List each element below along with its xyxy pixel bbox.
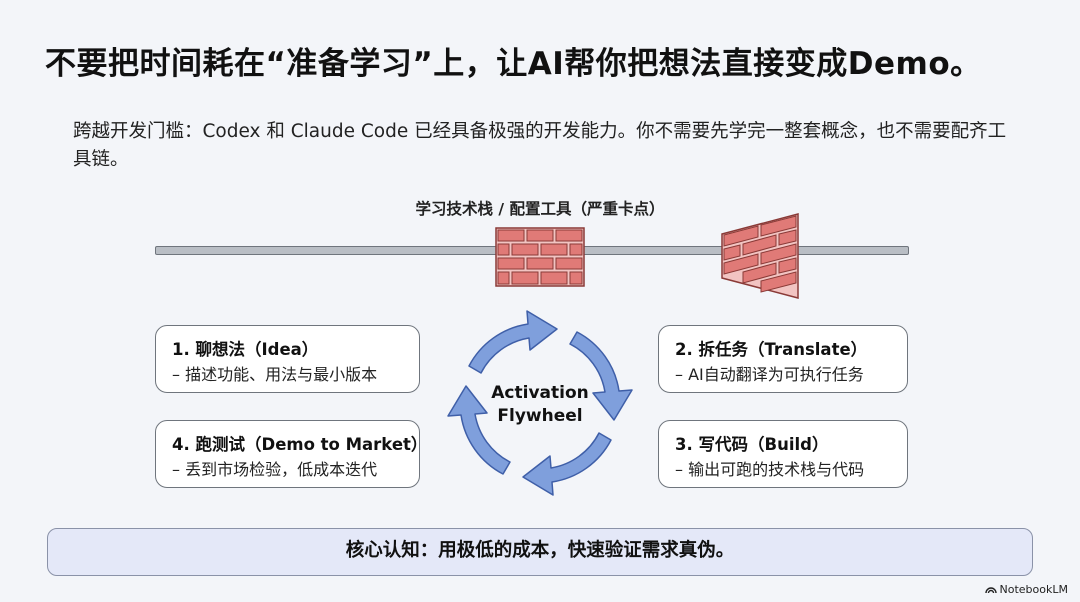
brand-name: NotebookLM	[999, 583, 1068, 596]
brick-wall-icon	[721, 213, 799, 299]
brand-mark: NotebookLM	[984, 583, 1068, 596]
barrier-label: 学习技术栈 / 配置工具（严重卡点）	[415, 200, 665, 218]
step-description: – AI自动翻译为可执行任务	[675, 365, 864, 384]
core-insight-banner: 核心认知：用极低的成本，快速验证需求真伪。	[47, 528, 1033, 576]
flywheel-label-line1: Activation	[491, 383, 589, 403]
step-title: 1. 聊想法（Idea）	[172, 340, 319, 359]
flywheel-label: Activation Flywheel	[470, 382, 610, 428]
step-title: 2. 拆任务（Translate）	[675, 340, 868, 359]
step-description: – 输出可跑的技术栈与代码	[675, 460, 865, 479]
step-card-build: 3. 写代码（Build） – 输出可跑的技术栈与代码	[658, 420, 908, 488]
step-title: 3. 写代码（Build）	[675, 435, 829, 454]
step-title: 4. 跑测试（Demo to Market）	[172, 435, 428, 454]
intro-text: 跨越开发门槛：Codex 和 Claude Code 已经具备极强的开发能力。你…	[73, 121, 1007, 170]
step-card-translate: 2. 拆任务（Translate） – AI自动翻译为可执行任务	[658, 325, 908, 393]
brick-wall-icon	[495, 227, 585, 287]
step-card-demo: 4. 跑测试（Demo to Market） – 丢到市场检验，低成本迭代	[155, 420, 428, 488]
step-card-idea: 1. 聊想法（Idea） – 描述功能、用法与最小版本	[155, 325, 420, 393]
notebooklm-logo-icon	[984, 587, 997, 594]
slide-title: 不要把时间耗在“准备学习”上，让AI帮你把想法直接变成Demo。	[45, 46, 982, 82]
flywheel-label-line2: Flywheel	[497, 406, 583, 426]
step-description: – 丢到市场检验，低成本迭代	[172, 460, 378, 479]
step-description: – 描述功能、用法与最小版本	[172, 365, 378, 384]
flywheel-cycle-icon	[447, 310, 633, 496]
